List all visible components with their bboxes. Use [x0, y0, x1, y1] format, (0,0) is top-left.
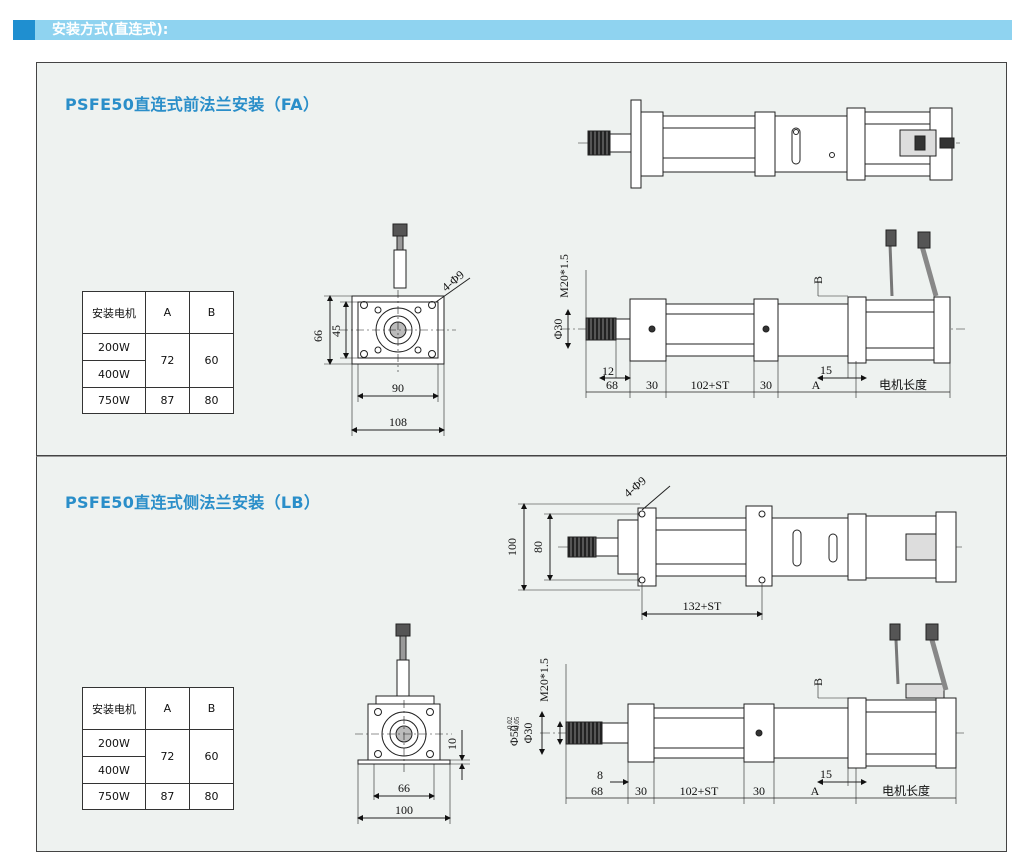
motor-spec-table-lb: 安装电机 A B 200W 72 60 400W 750W 87 80: [82, 687, 235, 810]
col-header-b: B: [188, 291, 235, 334]
dim-15: 15: [820, 767, 832, 781]
dim-b: B: [811, 276, 825, 284]
panel-title-lb: PSFE50直连式侧法兰安装（LB）: [65, 493, 321, 512]
dim-45: 45: [329, 325, 343, 337]
cell-b: 60: [188, 333, 235, 388]
col-header-a: A: [144, 291, 190, 334]
cell-a: 87: [144, 783, 190, 810]
lb-top-view: [518, 485, 962, 620]
dim-8: 8: [597, 768, 603, 782]
cell-b: 80: [188, 387, 235, 414]
dim-dia50: Φ50: [507, 725, 521, 746]
section-header-accent: [13, 20, 35, 40]
motor-spec-table-fa: 安装电机 A B 200W 72 60 400W 750W 87 80: [82, 291, 235, 414]
dim-stroke: 102+ST: [680, 784, 719, 798]
dim-100: 100: [395, 803, 413, 817]
dim-b: B: [811, 678, 825, 686]
dim-10: 10: [445, 738, 459, 750]
lb-side-dim-labels: M20*1.5 Φ50 -0.02 -0.05 Φ30 B 8 15 68 30…: [506, 658, 930, 798]
dim-mount: 132+ST: [683, 599, 722, 613]
lb-flange-view: [355, 623, 470, 824]
dim-a: A: [812, 378, 821, 392]
lb-flange-dim-labels: 10 66 100: [395, 738, 459, 817]
dim-80: 80: [531, 541, 545, 553]
fa-side-view: [560, 229, 965, 398]
dim-15: 15: [820, 363, 832, 377]
dim-12: 12: [602, 364, 614, 378]
section-header-title: 安装方式(直连式):: [52, 22, 169, 38]
dim-30b: 30: [760, 378, 772, 392]
panel-front-flange: PSFE50直连式前法兰安装（FA） 安装电机 A B 200W 72 60 4…: [36, 62, 1007, 456]
dim-thread: M20*1.5: [537, 658, 551, 702]
panel-title-fa: PSFE50直连式前法兰安装（FA）: [65, 95, 320, 114]
dim-90: 90: [392, 381, 404, 395]
dim-68: 68: [591, 784, 603, 798]
dim-dia30: Φ30: [551, 319, 565, 340]
dim-66: 66: [311, 330, 325, 342]
col-header-a: A: [144, 687, 190, 730]
dim-motor-length: 电机长度: [882, 783, 930, 798]
dim-stroke: 102+ST: [691, 378, 730, 392]
dim-66: 66: [398, 781, 410, 795]
cell-motor: 400W: [82, 756, 146, 784]
lb-side-view: [539, 623, 965, 804]
dim-flange-holes: 4-Φ9: [621, 474, 649, 501]
fa-flange-view: [324, 223, 471, 436]
dim-tolerance-upper: -0.02: [506, 716, 514, 731]
dim-68: 68: [606, 378, 618, 392]
dim-30a: 30: [646, 378, 658, 392]
dim-tolerance-lower: -0.05: [513, 716, 521, 731]
cell-a: 72: [144, 729, 190, 784]
fa-side-dim-labels: M20*1.5 Φ30 B 12 15 68 30 102+ST 30 A 电机…: [551, 254, 927, 392]
section-header-bar: [13, 20, 1012, 40]
cell-motor: 750W: [82, 387, 146, 414]
dim-motor-length: 电机长度: [879, 377, 927, 392]
dim-100: 100: [505, 538, 519, 556]
cell-motor: 200W: [82, 729, 146, 757]
cell-b: 80: [188, 783, 235, 810]
col-header-motor: 安装电机: [82, 687, 146, 730]
dim-dia30: Φ30: [521, 723, 535, 744]
fa-top-view: [578, 99, 960, 189]
cell-motor: 750W: [82, 783, 146, 810]
dim-108: 108: [389, 415, 407, 429]
cell-a: 72: [144, 333, 190, 388]
dim-30b: 30: [753, 784, 765, 798]
dim-thread: M20*1.5: [557, 254, 571, 298]
dim-30a: 30: [635, 784, 647, 798]
dim-a: A: [811, 784, 820, 798]
